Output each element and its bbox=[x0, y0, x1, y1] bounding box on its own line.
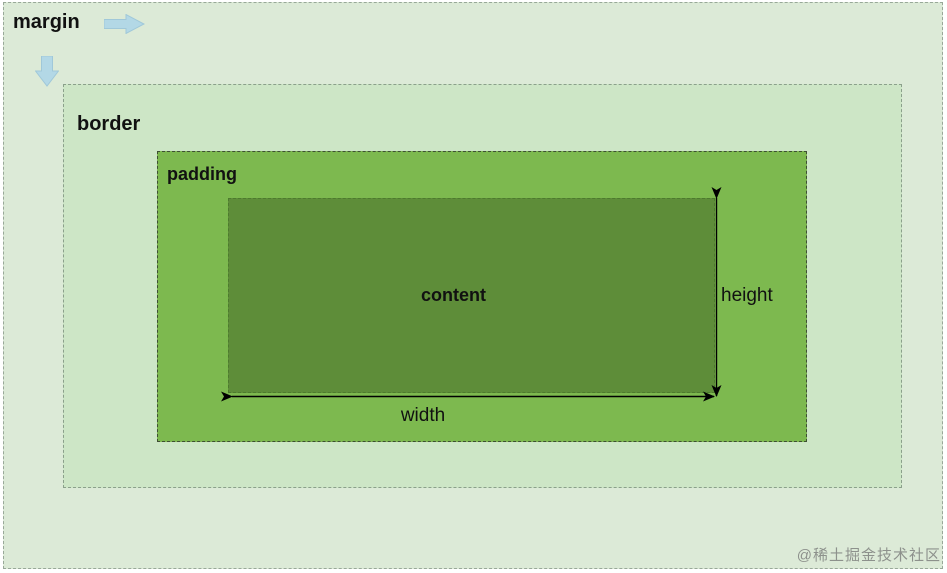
arrow-right-icon bbox=[104, 14, 145, 34]
arrow-down-icon bbox=[35, 56, 59, 87]
border-label: border bbox=[77, 113, 141, 135]
margin-label: margin bbox=[13, 11, 80, 33]
padding-label: padding bbox=[167, 164, 237, 184]
width-label: width bbox=[400, 405, 446, 426]
content-box: content bbox=[228, 198, 715, 393]
watermark: @稀土掘金技术社区 bbox=[796, 547, 941, 564]
content-label: content bbox=[421, 285, 486, 305]
height-label: height bbox=[721, 285, 773, 306]
